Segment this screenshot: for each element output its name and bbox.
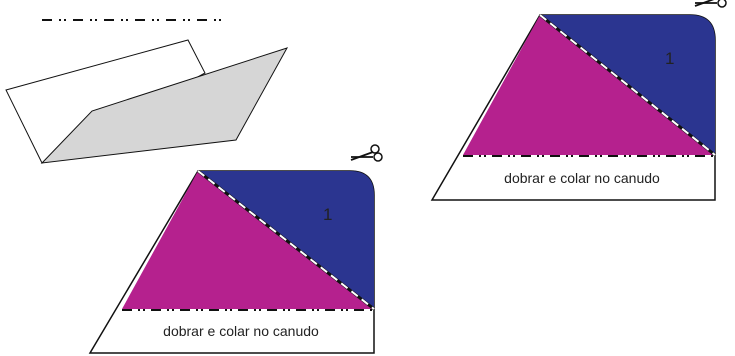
fold-instruction: dobrar e colar no canudo xyxy=(504,170,660,186)
flag-piece-right: 1 dobrar e colar no canudo xyxy=(430,0,727,201)
flag-piece-left: 1 dobrar e colar no canudo xyxy=(88,144,383,354)
magenta-triangle xyxy=(122,171,374,309)
diagonal-cut-line-white xyxy=(539,14,716,156)
diagonal-cut-line-white xyxy=(197,170,375,310)
folded-paper-back-flap xyxy=(5,39,206,164)
piece-number-label: 1 xyxy=(323,205,332,224)
folded-paper-illustration xyxy=(5,39,289,164)
scissors-icon xyxy=(350,144,383,162)
fold-instruction: dobrar e colar no canudo xyxy=(163,323,319,339)
piece-number-label: 1 xyxy=(665,49,674,68)
scissors-icon xyxy=(694,0,727,8)
magenta-triangle xyxy=(463,15,715,155)
folded-paper-front-face xyxy=(40,47,289,164)
